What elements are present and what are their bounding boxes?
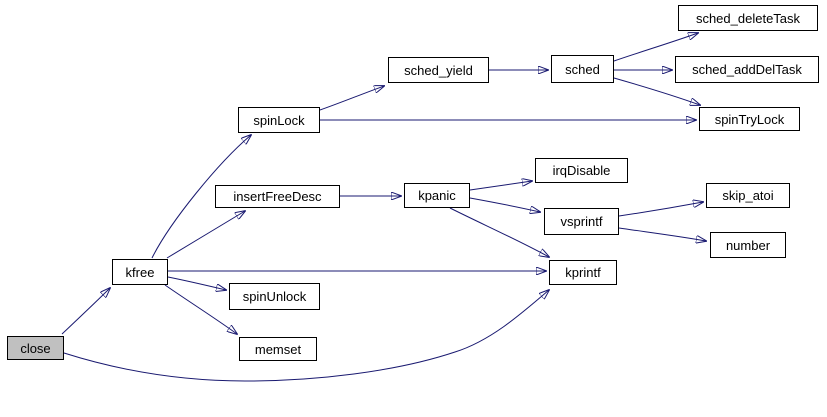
node-skip_atoi-label: skip_atoi bbox=[722, 188, 774, 203]
edge-kfree-memset bbox=[164, 284, 237, 334]
node-spinTryLock[interactable]: spinTryLock bbox=[699, 107, 800, 131]
node-number[interactable]: number bbox=[710, 232, 786, 258]
node-kpanic[interactable]: kpanic bbox=[404, 183, 470, 208]
node-irqDisable[interactable]: irqDisable bbox=[535, 158, 628, 183]
node-sched_deleteTask[interactable]: sched_deleteTask bbox=[678, 5, 818, 31]
node-sched-label: sched bbox=[565, 61, 600, 77]
node-close: close bbox=[7, 336, 64, 360]
edge-kpanic-vsprintf bbox=[469, 197, 540, 212]
node-kprintf-label: kprintf bbox=[565, 265, 601, 280]
node-kfree[interactable]: kfree bbox=[112, 259, 168, 285]
node-skip_atoi[interactable]: skip_atoi bbox=[706, 183, 790, 208]
edge-close-kfree bbox=[61, 288, 110, 335]
node-vsprintf-label: vsprintf bbox=[560, 214, 603, 229]
node-spinUnlock-label: spinUnlock bbox=[242, 289, 307, 304]
node-insertFreeDesc-label: insertFreeDesc bbox=[233, 189, 322, 204]
edge-kfree-insertFreeDesc bbox=[166, 211, 245, 259]
node-sched_addDelTask-label: sched_addDelTask bbox=[692, 62, 802, 77]
node-memset-label: memset bbox=[254, 341, 302, 357]
edge-kpanic-irqDisable bbox=[469, 181, 532, 191]
node-spinTryLock-label: spinTryLock bbox=[714, 111, 785, 127]
node-sched[interactable]: sched bbox=[551, 55, 614, 83]
edge-kpanic-kprintf bbox=[449, 207, 549, 257]
node-memset[interactable]: memset bbox=[239, 337, 317, 361]
node-insertFreeDesc[interactable]: insertFreeDesc bbox=[215, 185, 340, 208]
edge-sched-sched_deleteTask bbox=[613, 33, 698, 62]
node-sched_addDelTask[interactable]: sched_addDelTask bbox=[675, 56, 819, 83]
node-spinLock[interactable]: spinLock bbox=[238, 107, 320, 133]
node-kprintf[interactable]: kprintf bbox=[549, 260, 617, 285]
node-sched_deleteTask-label: sched_deleteTask bbox=[695, 10, 801, 26]
node-spinLock-label: spinLock bbox=[253, 112, 305, 128]
node-kfree-label: kfree bbox=[125, 264, 155, 280]
node-sched_yield-label: sched_yield bbox=[404, 62, 473, 78]
edge-sched-spinTryLock bbox=[613, 77, 700, 105]
node-kpanic-label: kpanic bbox=[418, 188, 456, 203]
edge-kfree-spinLock bbox=[151, 135, 251, 259]
node-irqDisable-label: irqDisable bbox=[552, 163, 611, 178]
edge-spinLock-sched_yield bbox=[319, 86, 384, 111]
node-number-label: number bbox=[725, 237, 771, 253]
node-vsprintf[interactable]: vsprintf bbox=[544, 208, 619, 235]
node-sched_yield[interactable]: sched_yield bbox=[388, 57, 489, 83]
edge-vsprintf-number bbox=[618, 227, 706, 241]
node-spinUnlock[interactable]: spinUnlock bbox=[229, 283, 320, 310]
node-close-label: close bbox=[20, 340, 51, 356]
edge-kfree-spinUnlock bbox=[167, 276, 226, 290]
edge-vsprintf-skip_atoi bbox=[618, 202, 703, 217]
edge-close-kprintf bbox=[63, 290, 549, 382]
